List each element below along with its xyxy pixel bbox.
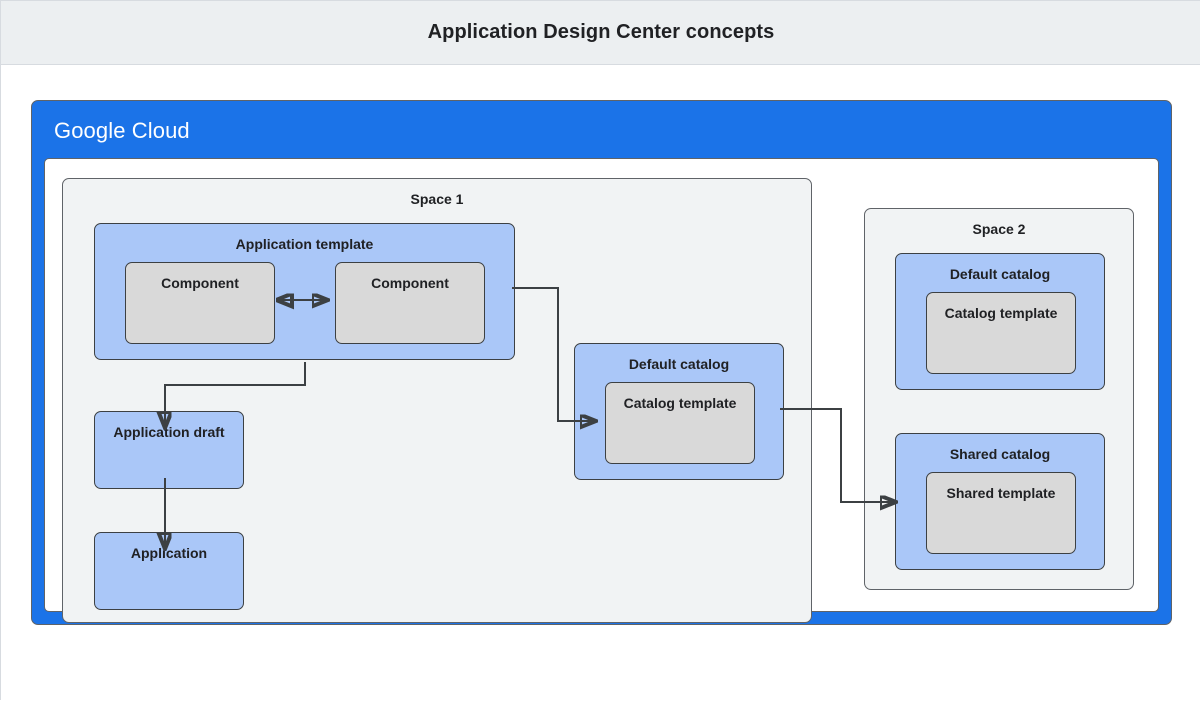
space-2-default-catalog-label: Default catalog <box>949 266 1051 282</box>
space-2-container[interactable]: Space 2 Default catalog Catalog template… <box>864 208 1134 590</box>
application-draft-label: Application draft <box>113 424 225 440</box>
space-1-label: Space 1 <box>410 191 464 207</box>
application-template-box[interactable]: Application template Component Component <box>94 223 515 360</box>
google-cloud-logo-google: Google <box>54 118 126 143</box>
diagram-canvas: Google Cloud Space 1 Application templat… <box>1 65 1200 701</box>
page-title: Application Design Center concepts <box>427 21 775 43</box>
component-1-label: Component <box>161 275 239 291</box>
space-1-container[interactable]: Space 1 Application template Component C… <box>62 178 812 623</box>
application-template-label: Application template <box>235 236 374 252</box>
space-2-shared-template-label: Shared template <box>946 485 1056 501</box>
application-draft-box[interactable]: Application draft <box>94 411 244 489</box>
application-box[interactable]: Application <box>94 532 244 610</box>
google-cloud-logo: Google Cloud <box>54 118 190 144</box>
space-2-shared-catalog-box[interactable]: Shared catalog Shared template <box>895 433 1105 570</box>
google-cloud-logo-cloud: Cloud <box>131 118 190 143</box>
space-1-catalog-template-label: Catalog template <box>623 395 737 411</box>
component-box-2[interactable]: Component <box>335 262 485 344</box>
application-label: Application <box>130 545 208 561</box>
space-2-shared-catalog-label: Shared catalog <box>949 446 1051 462</box>
google-cloud-frame: Google Cloud Space 1 Application templat… <box>31 100 1172 625</box>
component-2-label: Component <box>371 275 449 291</box>
space-2-label: Space 2 <box>972 221 1026 237</box>
google-cloud-inner-canvas: Space 1 Application template Component C… <box>44 158 1159 623</box>
title-bar: Application Design Center concepts <box>1 1 1200 65</box>
space-1-catalog-template-box[interactable]: Catalog template <box>605 382 755 464</box>
space-2-shared-template-box[interactable]: Shared template <box>926 472 1076 554</box>
space-1-default-catalog-box[interactable]: Default catalog Catalog template <box>574 343 784 480</box>
space-2-default-catalog-box[interactable]: Default catalog Catalog template <box>895 253 1105 390</box>
component-box-1[interactable]: Component <box>125 262 275 344</box>
space-1-default-catalog-label: Default catalog <box>628 356 730 372</box>
space-2-catalog-template-box[interactable]: Catalog template <box>926 292 1076 374</box>
space-2-catalog-template-label: Catalog template <box>944 305 1058 321</box>
